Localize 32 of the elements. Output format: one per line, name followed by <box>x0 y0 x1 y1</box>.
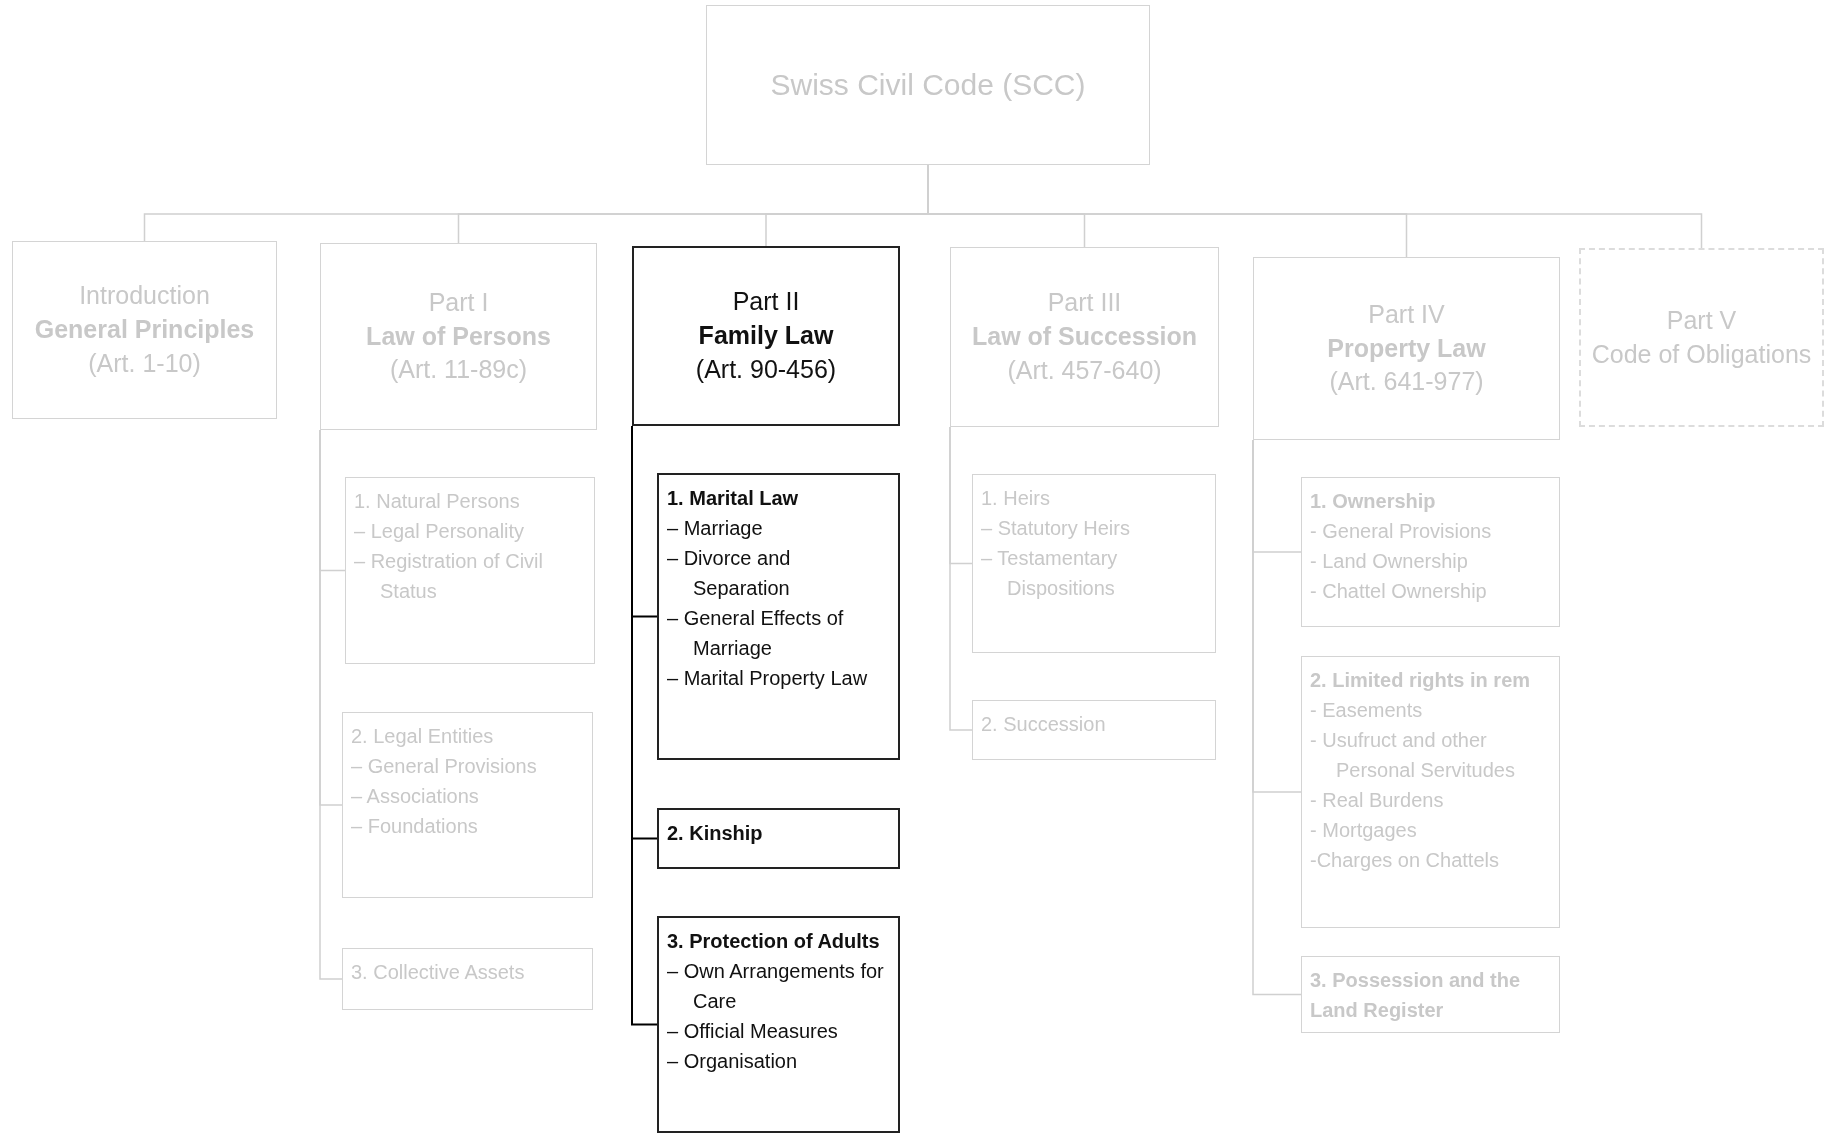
part-box <box>1579 248 1824 427</box>
section-box <box>345 477 595 664</box>
list-item: – Marital Property Law <box>667 666 869 691</box>
part-box <box>950 247 1219 427</box>
section-heading: 1. Marital Law <box>667 486 800 511</box>
section-box <box>1301 656 1560 928</box>
section-box <box>1301 956 1560 1033</box>
title-box <box>706 5 1150 165</box>
list-item: – Marriage <box>667 516 764 541</box>
section-box <box>657 473 900 760</box>
subheading: (Art. 90-456) <box>695 353 837 385</box>
heading: Part II <box>732 286 800 318</box>
part-box <box>12 241 277 419</box>
section-box <box>657 808 900 869</box>
list-item: – Official Measures <box>667 1019 839 1044</box>
section-heading: 3. Protection of Adults <box>667 929 881 954</box>
section-box <box>972 700 1216 760</box>
connector-line <box>949 426 973 731</box>
section-box <box>972 474 1216 653</box>
part-box <box>320 243 597 430</box>
section-box <box>342 712 593 898</box>
list-item: – Organisation <box>667 1049 799 1074</box>
section-heading: 2. Kinship <box>667 821 764 846</box>
part-box <box>1253 257 1560 440</box>
section-box <box>1301 477 1560 627</box>
list-item: – Divorce and Separation <box>667 546 792 601</box>
section-box <box>657 916 900 1133</box>
list-item: – General Effects of Marriage <box>667 606 845 661</box>
subheading: Family Law <box>698 320 834 352</box>
list-item: – Own Arrangements for Care <box>667 959 885 1014</box>
section-box <box>342 948 593 1010</box>
part-box <box>632 246 900 426</box>
